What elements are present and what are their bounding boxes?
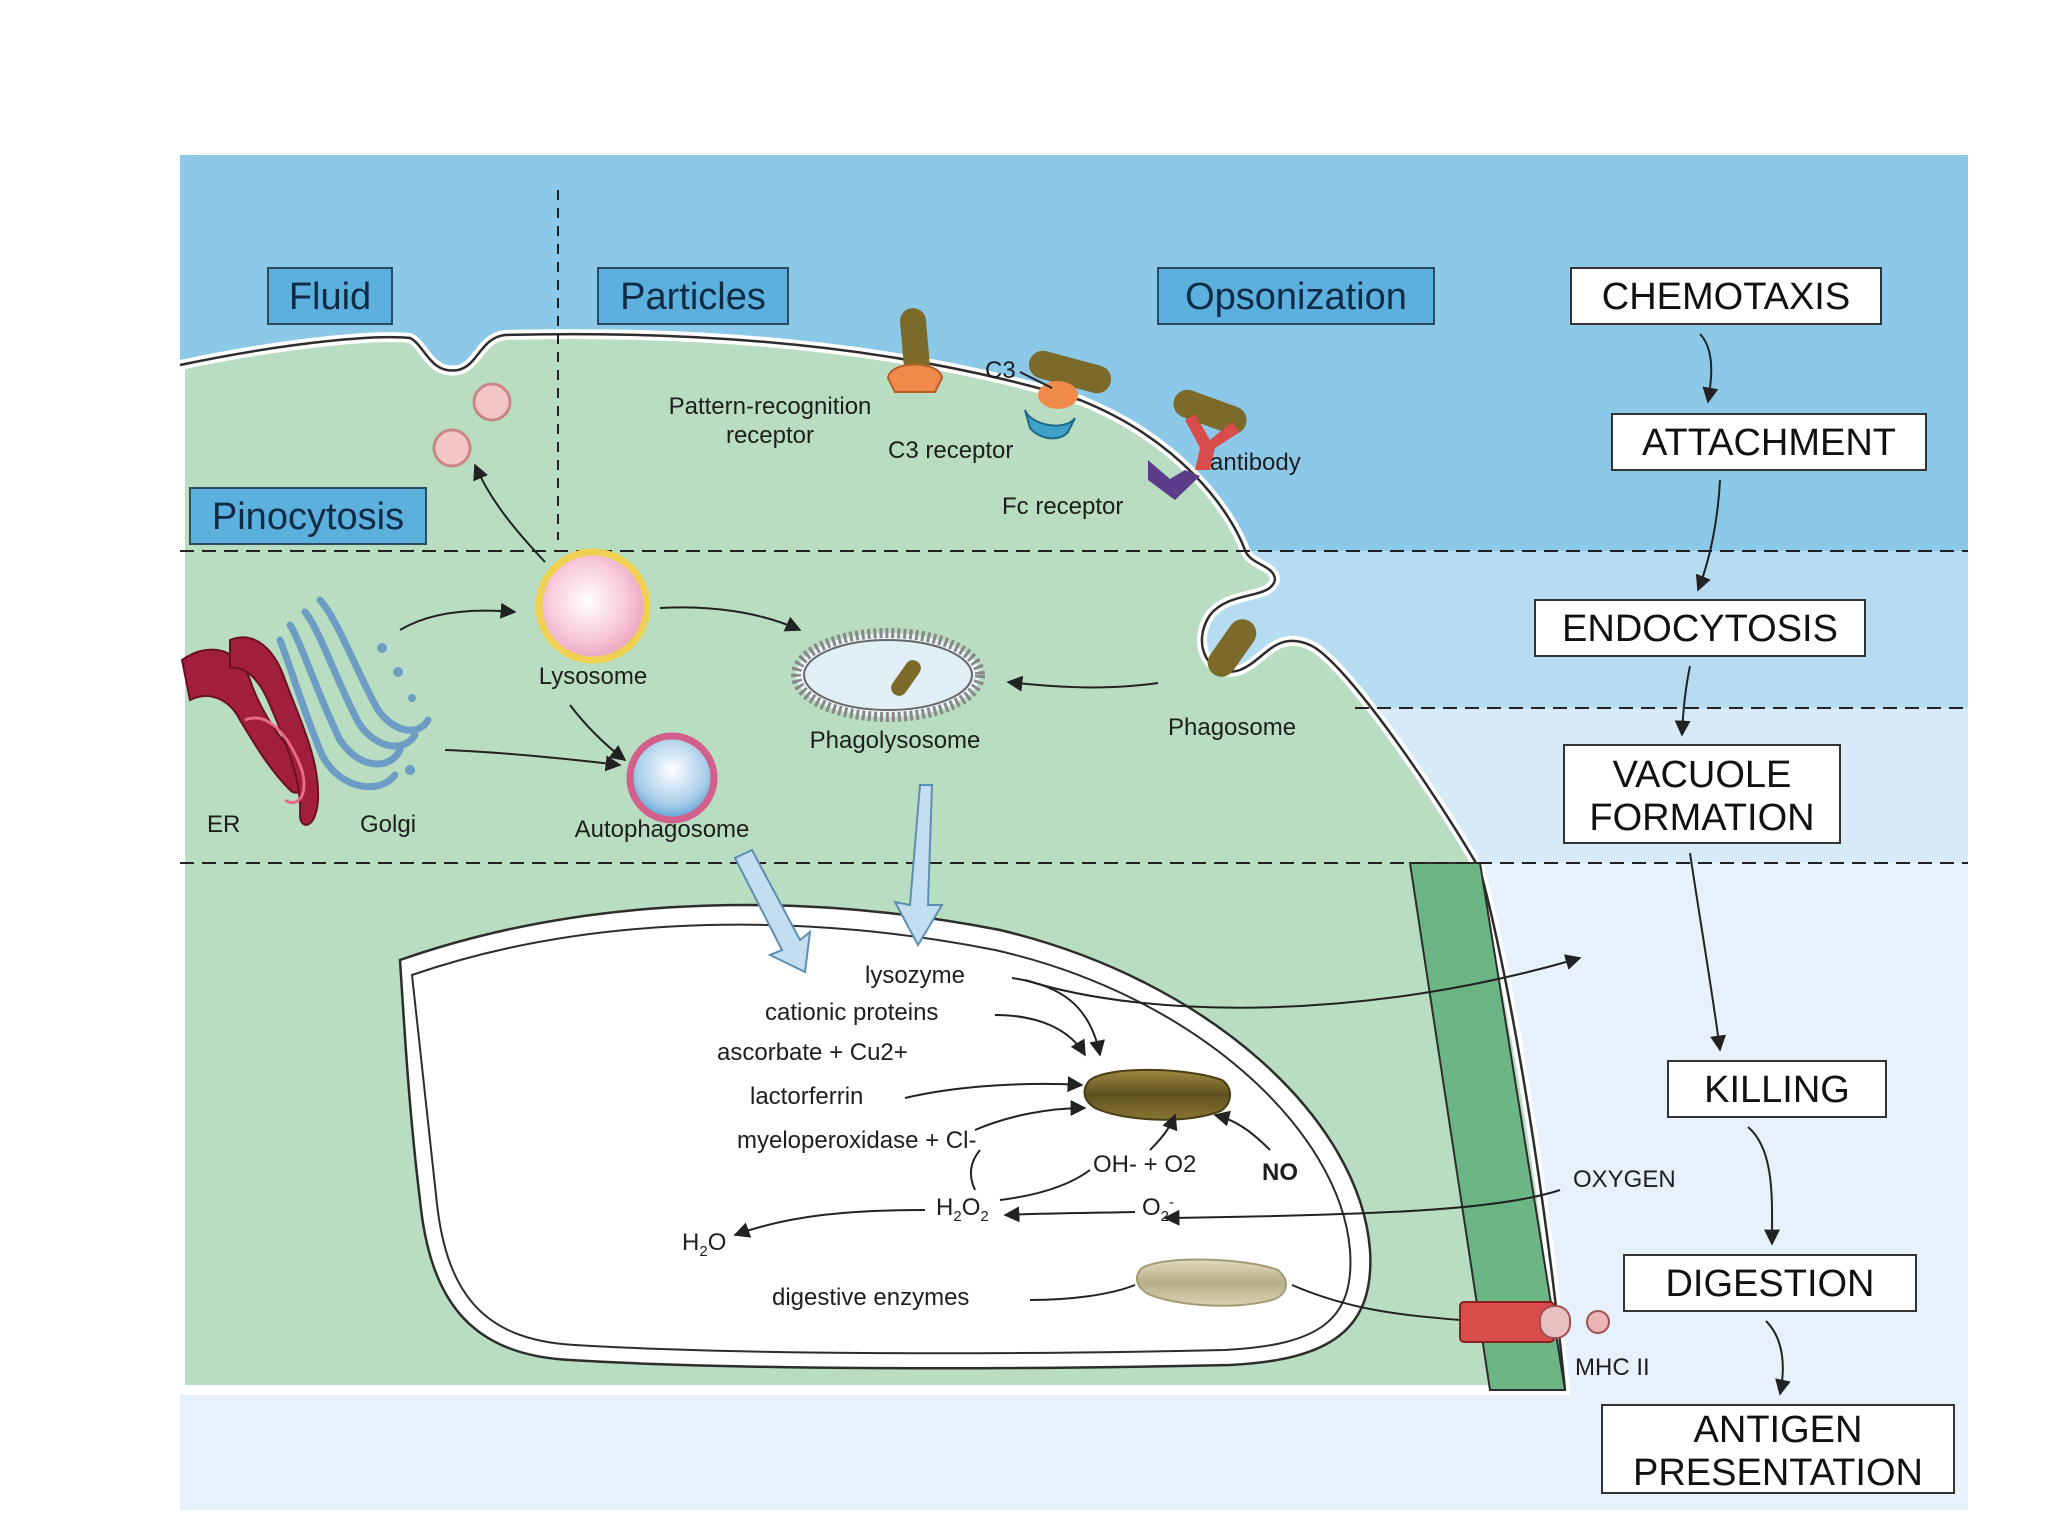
step-endocytosis: ENDOCYTOSIS bbox=[1562, 608, 1838, 650]
arrow-golgi-to-autophagosome bbox=[444, 749, 622, 772]
pattern-recognition-label-1: Pattern-recognition bbox=[669, 393, 872, 420]
flow-arrow-6 bbox=[1765, 1320, 1791, 1396]
h2o2-label: H2O2 bbox=[936, 1194, 989, 1225]
flow-arrow-2 bbox=[1695, 479, 1721, 592]
pinocytosis-box bbox=[189, 487, 427, 545]
step-digestion: DIGESTION bbox=[1665, 1263, 1874, 1305]
opsonization-box bbox=[1157, 267, 1435, 325]
flow-arrow-5 bbox=[1747, 1126, 1781, 1246]
oxygen-label: OXYGEN bbox=[1573, 1166, 1676, 1193]
c3-receptor-icon bbox=[1024, 350, 1112, 440]
myeloperoxidase-label: myeloperoxidase + Cl- bbox=[737, 1127, 976, 1154]
arrow-oh-o2 bbox=[1149, 1113, 1178, 1151]
flow-arrow-3 bbox=[1674, 665, 1691, 737]
mhc-ii-label: MHC II bbox=[1575, 1354, 1650, 1381]
digested-bacterium-icon bbox=[1135, 1258, 1287, 1307]
step-box-chemotaxis bbox=[1570, 267, 1882, 325]
step-attachment: ATTACHMENT bbox=[1642, 422, 1896, 464]
pinocytic-vesicle-1 bbox=[472, 382, 512, 422]
step-vacuole-line1: VACUOLE bbox=[1613, 754, 1792, 796]
step-box-vacuole bbox=[1563, 744, 1841, 844]
autophagosome-label: Autophagosome bbox=[575, 816, 750, 843]
flow-arrow-1 bbox=[1699, 333, 1719, 404]
step-killing: KILLING bbox=[1704, 1069, 1850, 1111]
antibody-icon bbox=[1148, 389, 1247, 500]
killing-bacterium-icon bbox=[1083, 1068, 1232, 1121]
lysosome-icon bbox=[535, 548, 651, 664]
oh-o2-label: OH- + O2 bbox=[1093, 1151, 1196, 1178]
step-box-digestion bbox=[1623, 1254, 1917, 1312]
phagosome-label: Phagosome bbox=[1168, 714, 1296, 741]
lysosome-label: Lysosome bbox=[539, 663, 648, 690]
step-box-attachment bbox=[1611, 413, 1927, 471]
arrow-golgi-to-lysosome bbox=[399, 602, 517, 631]
pinocytosis-label: Pinocytosis bbox=[212, 496, 404, 538]
c3-receptor-label: C3 receptor bbox=[888, 437, 1013, 464]
arrow-digestive-enzymes bbox=[1029, 1284, 1136, 1301]
step-box-antigen bbox=[1601, 1404, 1955, 1494]
step-box-killing bbox=[1667, 1060, 1887, 1118]
step-antigen-line1: ANTIGEN bbox=[1694, 1409, 1863, 1451]
arrow-h2o2-to-h2o bbox=[733, 1209, 926, 1238]
arrow-oxygen-to-o2 bbox=[1163, 1189, 1561, 1226]
step-chemotaxis: CHEMOTAXIS bbox=[1602, 276, 1850, 318]
h2o-label: H2O bbox=[682, 1229, 726, 1260]
arrow-h2o2-to-mpo bbox=[969, 1149, 981, 1191]
er-icon bbox=[180, 636, 320, 826]
arrow-lactorferrin bbox=[904, 1076, 1084, 1099]
arrow-o2-to-h2o2 bbox=[1003, 1206, 1136, 1223]
lysozyme-label: lysozyme bbox=[865, 962, 965, 989]
arrow-lysosome-to-phagolysosome bbox=[659, 606, 802, 632]
flow-arrow-4 bbox=[1689, 852, 1727, 1052]
pattern-recognition-receptor-icon bbox=[886, 308, 944, 393]
step-vacuole-line2: FORMATION bbox=[1589, 797, 1814, 839]
hollow-arrow-phagolysosome bbox=[893, 784, 944, 948]
lactorferrin-label: lactorferrin bbox=[750, 1083, 863, 1110]
arrow-no bbox=[1213, 1110, 1271, 1151]
arrow-h2o2-to-oh bbox=[999, 1169, 1091, 1201]
phagolysosome-rim bbox=[803, 639, 973, 711]
cell-membrane-outline bbox=[179, 332, 1567, 1391]
phagolysosome-bacterium-icon bbox=[891, 660, 921, 696]
arrow-myeloperoxidase bbox=[974, 1100, 1087, 1131]
fc-receptor-label: Fc receptor bbox=[1002, 493, 1123, 520]
particles-label: Particles bbox=[620, 276, 766, 318]
fluid-label: Fluid bbox=[289, 276, 371, 318]
cationic-proteins-label: cationic proteins bbox=[765, 999, 938, 1026]
c3-pointer bbox=[1019, 371, 1053, 389]
golgi-icon bbox=[276, 596, 432, 791]
no-label: NO bbox=[1262, 1159, 1298, 1186]
arrow-lysosome-to-vesicles bbox=[473, 463, 546, 563]
mhc-ii-icon bbox=[1459, 1301, 1610, 1343]
arrow-lysozyme-out bbox=[1024, 954, 1582, 1009]
antibody-label: antibody bbox=[1210, 449, 1301, 476]
pattern-recognition-label-2: receptor bbox=[726, 422, 814, 449]
fluid-box bbox=[267, 267, 393, 325]
pinocytic-vesicle-2 bbox=[432, 428, 472, 468]
arrow-cationic bbox=[994, 1014, 1086, 1057]
autophagosome-icon bbox=[626, 732, 718, 824]
line-digested-to-mhc bbox=[1291, 1284, 1461, 1321]
ascorbate-label: ascorbate + Cu2+ bbox=[717, 1039, 908, 1066]
er-label: ER bbox=[207, 811, 240, 838]
vacuole-inner bbox=[410, 923, 1352, 1355]
phagolysosome-label: Phagolysosome bbox=[810, 727, 981, 754]
c3-label: C3 bbox=[985, 357, 1016, 384]
opsonization-label: Opsonization bbox=[1185, 276, 1407, 318]
digestive-enzymes-label: digestive enzymes bbox=[772, 1284, 969, 1311]
hollow-arrow-autophagosome bbox=[733, 848, 812, 974]
arrow-phagosome-to-phagolysosome bbox=[1006, 675, 1159, 692]
phagosome-bacterium-icon bbox=[1207, 619, 1257, 677]
golgi-label: Golgi bbox=[360, 811, 416, 838]
particles-box bbox=[597, 267, 789, 325]
step-antigen-line2: PRESENTATION bbox=[1633, 1452, 1923, 1494]
step-box-endocytosis bbox=[1534, 599, 1866, 657]
